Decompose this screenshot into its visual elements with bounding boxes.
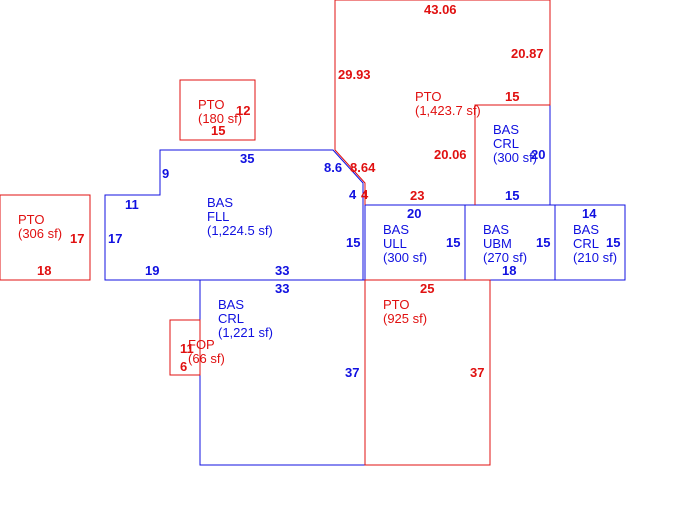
pto-180-code: PTO (198, 97, 225, 112)
pto-306-area: (306 sf) (18, 226, 62, 241)
pto-925-outline (364, 279, 491, 466)
bas-crl-210-area: (210 sf) (573, 250, 617, 265)
dim-ull-left: 15 (346, 235, 360, 250)
bas-fll-code: BAS (207, 195, 233, 210)
pto-925-code: PTO (383, 297, 410, 312)
bas-ull-area: (300 sf) (383, 250, 427, 265)
bas-crl-210-outline (554, 204, 626, 281)
dim-fll-33: 33 (275, 263, 289, 278)
pto-1423-outline (334, 0, 551, 205)
pto-1423-area: (1,423.7 sf) (415, 103, 481, 118)
dim-fll-9: 9 (162, 166, 169, 181)
dim-fop-6: 6 (180, 359, 187, 374)
dim-pto1423-20: 20.06 (434, 147, 467, 162)
dim-pto-180-bottom: 15 (211, 123, 225, 138)
fop-66-code: FOP (188, 337, 215, 352)
dim-crl1221-right: 37 (345, 365, 359, 380)
dim-pto1423-4: 4 (361, 187, 369, 202)
bas-ull-sub: ULL (383, 236, 407, 251)
pto-1423-code: PTO (415, 89, 442, 104)
pto-1423-diagonal (334, 149, 366, 205)
bas-ubm-sub: UBM (483, 236, 512, 251)
pto-306-outline (0, 194, 91, 281)
bas-crl-1221-sub: CRL (218, 311, 244, 326)
bas-crl-210-code: BAS (573, 222, 599, 237)
bas-ubm-code: BAS (483, 222, 509, 237)
dim-crl300-right: 20 (531, 147, 545, 162)
bas-crl-1221-code: BAS (218, 297, 244, 312)
bas-fll-outline (104, 149, 364, 281)
bas-crl-210-sub: CRL (573, 236, 599, 251)
bas-crl-300-sub: CRL (493, 136, 519, 151)
dim-pto1423-top: 43.06 (424, 2, 457, 17)
dim-pto1423-right: 20.87 (511, 46, 544, 61)
bas-crl-1221-area: (1,221 sf) (218, 325, 273, 340)
dim-ull-right: 15 (446, 235, 460, 250)
dim-crl1221-top: 33 (275, 281, 289, 296)
dim-fll-19: 19 (145, 263, 159, 278)
dim-fll-left: 17 (108, 231, 122, 246)
dim-fll-diag: 8.6 (324, 160, 342, 175)
dim-fll-4: 4 (349, 187, 357, 202)
dim-pto925-right: 37 (470, 365, 484, 380)
dim-pto1423-left: 29.93 (338, 67, 371, 82)
bas-ubm-area: (270 sf) (483, 250, 527, 265)
dim-pto1423-diag: 8.64 (350, 160, 376, 175)
dim-pto-306-bottom: 18 (37, 263, 51, 278)
dim-pto925-top: 25 (420, 281, 434, 296)
dim-pto1423-23: 23 (410, 188, 424, 203)
dim-pto-306-right: 17 (70, 231, 84, 246)
fop-66-outline (169, 319, 201, 376)
bas-fll-area: (1,224.5 sf) (207, 223, 273, 238)
dim-crl300-bottom: 15 (505, 188, 519, 203)
pto-180-outline (179, 79, 256, 141)
fop-66-area: (66 sf) (188, 351, 225, 366)
dim-fll-11: 11 (125, 197, 139, 212)
dim-fll-top: 35 (240, 151, 254, 166)
bas-ull-code: BAS (383, 222, 409, 237)
pto-306-code: PTO (18, 212, 45, 227)
dim-ubm-right: 15 (536, 235, 550, 250)
pto-925-area: (925 sf) (383, 311, 427, 326)
dim-ubm-bottom: 18 (502, 263, 516, 278)
bas-crl-300-code: BAS (493, 122, 519, 137)
dim-crl210-top: 14 (582, 206, 597, 221)
bas-fll-sub: FLL (207, 209, 229, 224)
dim-crl210-right: 15 (606, 235, 620, 250)
pto-180-area: (180 sf) (198, 111, 242, 126)
bas-crl-300-area: (300 sf) (493, 150, 537, 165)
dim-fop-11: 11 (180, 341, 194, 356)
dim-pto-180-right: 12 (236, 103, 250, 118)
dim-pto1423-15: 15 (505, 89, 519, 104)
dim-ull-top: 20 (407, 206, 421, 221)
